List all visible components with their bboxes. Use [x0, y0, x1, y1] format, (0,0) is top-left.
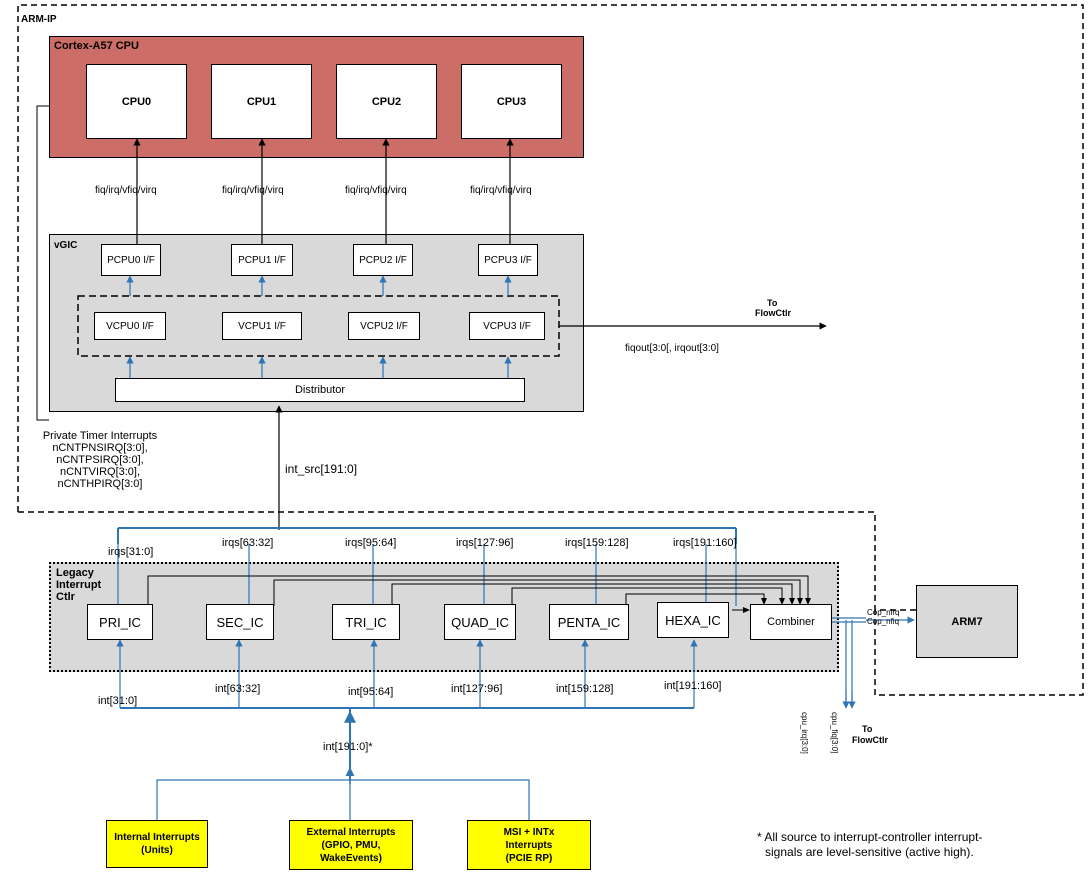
private-timer-line-4: nCNTHPIRQ[3:0] — [57, 478, 143, 490]
private-timer-interrupts-label: Private Timer Interrupts nCNTPNSIRQ[3:0]… — [30, 430, 170, 490]
cpu2-signal-label: fiq/irq/vfiq/virq — [345, 185, 407, 196]
pcpu0-if: PCPU0 I/F — [101, 244, 161, 276]
msi-line-2: (PCIE RP) — [505, 852, 553, 864]
vcpu0-if: VCPU0 I/F — [94, 312, 166, 340]
footnote-line-0: * All source to interrupt-controller int… — [757, 830, 983, 844]
msi-line-0: MSI + INTx — [503, 826, 555, 838]
irqs-0-label: irqs[31:0] — [108, 546, 154, 558]
msi-intx-interrupts-box: MSI + INTx Interrupts (PCIE RP) — [467, 820, 591, 870]
cpu0-signal-label: fiq/irq/vfiq/virq — [95, 185, 157, 196]
legacy-title-line-0: Legacy — [56, 567, 94, 579]
quad-ic-box: QUAD_IC — [444, 604, 516, 640]
cpu2-box: CPU2 — [336, 64, 437, 139]
sec-ic-box: SEC_IC — [206, 604, 274, 640]
private-timer-line-2: nCNTPSIRQ[3:0], — [56, 454, 144, 466]
arm-ip-label: ARM-IP — [21, 14, 57, 25]
external-line-1: (GPIO, PMU, — [321, 839, 381, 851]
int-3-label: int[127:96] — [451, 683, 503, 695]
penta-ic-box: PENTA_IC — [549, 604, 629, 640]
private-timer-line-0: Private Timer Interrupts — [42, 430, 158, 442]
internal-line-0: Internal Interrupts — [114, 832, 200, 843]
internal-interrupts-box: Internal Interrupts (Units) — [106, 820, 208, 868]
pcpu1-if: PCPU1 I/F — [231, 244, 293, 276]
vcpu1-if: VCPU1 I/F — [222, 312, 302, 340]
vcpu2-if: VCPU2 I/F — [348, 312, 420, 340]
irqs-3-label: irqs[127:96] — [456, 537, 514, 549]
int-src-label: int_src[191:0] — [285, 462, 358, 476]
msi-line-1: Interrupts — [505, 839, 553, 851]
flowctlr-top-to: To — [767, 298, 778, 308]
irqs-1-label: irqs[63:32] — [222, 537, 274, 549]
flowctlr-bottom-to: To — [862, 724, 873, 734]
vcpu3-if: VCPU3 I/F — [469, 312, 545, 340]
irqs-2-label: irqs[95:64] — [345, 537, 397, 549]
fiqout-irqout-label: fiqout[3:0[, irqout[3:0] — [625, 343, 719, 354]
pcpu3-if: PCPU3 I/F — [478, 244, 538, 276]
cpu3-signal-label: fiq/irq/vfiq/virq — [470, 185, 532, 196]
cpu-cluster-title: Cortex-A57 CPU — [54, 40, 139, 52]
cop-nirq-label: Cop_nirq — [867, 608, 900, 617]
int-1-label: int[63:32] — [215, 683, 261, 695]
external-line-0: External Interrupts — [306, 826, 396, 838]
external-interrupts-box: External Interrupts (GPIO, PMU, WakeEven… — [289, 820, 413, 870]
external-line-2: WakeEvents) — [320, 852, 382, 864]
cpu-fiq-label: cpu_fiq[3:0] — [830, 712, 839, 754]
legacy-ctlr-title: Legacy Interrupt Ctlr — [56, 567, 101, 603]
cpu0-box: CPU0 — [86, 64, 187, 139]
hexa-ic-box: HEXA_IC — [657, 602, 729, 638]
arm7-box: ARM7 — [916, 585, 1018, 658]
legacy-title-line-2: Ctlr — [56, 591, 75, 603]
level-sensitive-footnote: * All source to interrupt-controller int… — [757, 830, 982, 860]
cpu-irq-label: cpu_irq[3:0] — [800, 712, 809, 754]
flowctlr-bottom-name: FlowCtlr — [852, 735, 888, 745]
tri-ic-box: TRI_IC — [332, 604, 400, 640]
int-all-label: int[191:0]* — [323, 741, 373, 753]
int-4-label: int[159:128] — [556, 683, 614, 695]
cpu1-signal-label: fiq/irq/vfiq/virq — [222, 185, 284, 196]
vgic-title: vGIC — [54, 240, 78, 251]
irqs-5-label: irqs[191:160] — [673, 537, 737, 549]
legacy-title-line-1: Interrupt — [56, 579, 102, 591]
private-timer-line-1: nCNTPNSIRQ[3:0], — [52, 442, 148, 454]
pcpu2-if: PCPU2 I/F — [353, 244, 413, 276]
cop-nfiq-label: Cop_nfiq — [867, 617, 900, 626]
internal-line-1: (Units) — [141, 845, 173, 856]
cpu1-box: CPU1 — [211, 64, 312, 139]
irqs-4-label: irqs[159:128] — [565, 537, 629, 549]
int-2-label: int[95:64] — [348, 686, 394, 698]
footnote-line-1: signals are level-sensitive (active high… — [765, 845, 974, 859]
flowctlr-top-name: FlowCtlr — [755, 308, 791, 318]
pri-ic-box: PRI_IC — [87, 604, 153, 640]
combiner-box: Combiner — [750, 604, 832, 640]
int-0-label: int[31:0] — [98, 695, 138, 707]
distributor-box: Distributor — [115, 378, 525, 402]
private-timer-line-3: nCNTVIRQ[3:0], — [59, 466, 141, 478]
cpu3-box: CPU3 — [461, 64, 562, 139]
int-5-label: int[191:160] — [664, 680, 722, 692]
